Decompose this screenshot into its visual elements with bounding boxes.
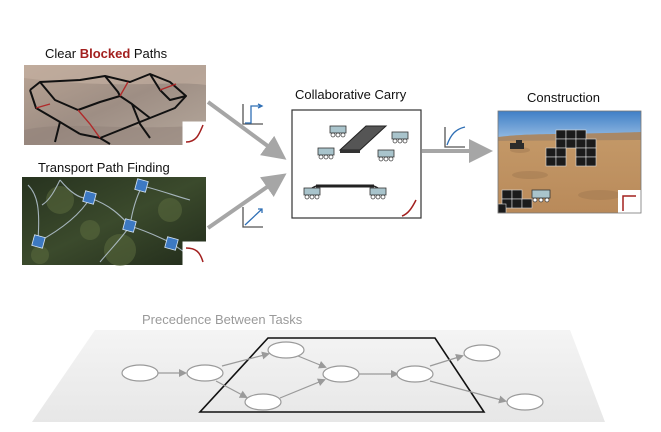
transfer-curve-icons xyxy=(242,103,466,228)
task-node xyxy=(244,393,282,411)
precedence-title: Precedence Between Tasks xyxy=(142,312,303,327)
task-node xyxy=(506,393,544,411)
arrow-clear-to-collab xyxy=(206,100,287,160)
highlight-window xyxy=(198,337,486,413)
step-curve-icon xyxy=(242,103,264,125)
precedence-section xyxy=(32,330,605,422)
task-node xyxy=(121,364,159,382)
precedence-plane xyxy=(32,330,605,422)
rising-curve-icon xyxy=(242,207,263,228)
task-node xyxy=(322,365,360,383)
block-structure xyxy=(545,129,597,167)
clear-blocked-paths-title: Clear Blocked Paths xyxy=(45,46,168,61)
transport-curve-icon xyxy=(185,247,204,263)
collab-curve-icon xyxy=(401,199,417,217)
precedence-nodes xyxy=(121,341,544,411)
curve-icon-box xyxy=(182,121,207,146)
precedence-edges xyxy=(158,351,507,404)
task-node xyxy=(396,365,434,383)
robots-group-2 xyxy=(303,184,387,200)
construction-step-icon xyxy=(622,195,636,211)
blocked-segments xyxy=(35,81,177,139)
arrow-transport-to-collab xyxy=(206,173,287,230)
clear-blocked-paths-image xyxy=(24,65,207,146)
construction-title: Construction xyxy=(527,90,600,105)
block-pile xyxy=(497,189,533,214)
robots-group-1 xyxy=(317,125,409,162)
transport-path-finding-image xyxy=(22,177,207,266)
task-node xyxy=(267,341,305,359)
construction-image xyxy=(497,110,642,214)
blocked-word: Blocked xyxy=(79,46,131,61)
construction-robot-2 xyxy=(531,189,551,203)
construction-step-box xyxy=(618,190,641,213)
curve-icon xyxy=(185,124,204,143)
task-node xyxy=(463,344,501,362)
task-node xyxy=(186,364,224,382)
construction-robot xyxy=(510,140,524,149)
flow-arrows xyxy=(206,100,493,230)
transport-path-finding-title: Transport Path Finding xyxy=(38,160,170,175)
transport-nodes xyxy=(31,178,179,251)
concave-curve-icon xyxy=(444,126,466,148)
collaborative-carry-panel xyxy=(291,109,422,219)
collaborative-carry-title: Collaborative Carry xyxy=(295,87,407,102)
